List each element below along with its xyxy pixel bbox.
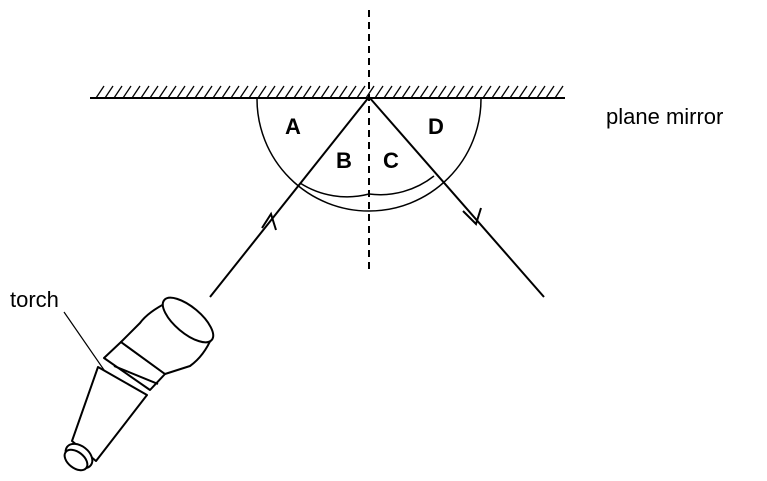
mirror-hatch-mark — [455, 85, 465, 99]
mirror-hatch-mark — [104, 85, 114, 99]
mirror-hatch-mark — [536, 85, 546, 99]
mirror-hatch-mark — [554, 85, 564, 99]
mirror-hatch-mark — [275, 85, 285, 99]
mirror-hatch-mark — [311, 85, 321, 99]
mirror-hatch-mark — [347, 85, 357, 99]
mirror-hatch-mark — [491, 85, 501, 99]
mirror-hatch-mark — [401, 85, 411, 99]
mirror-hatch-mark — [266, 85, 276, 99]
mirror-hatch-mark — [338, 85, 348, 99]
mirror-hatch-mark — [257, 85, 267, 99]
incident-ray-arrow — [261, 211, 277, 231]
mirror-hatch-mark — [473, 85, 483, 99]
mirror-hatch-mark — [149, 85, 159, 99]
mirror-hatch-mark — [383, 85, 393, 99]
mirror-hatch-mark — [140, 85, 150, 99]
mirror-hatch-mark — [545, 85, 555, 99]
mirror-hatch-mark — [176, 85, 186, 99]
mirror-hatch-mark — [365, 85, 375, 99]
mirror-hatch-mark — [374, 85, 384, 99]
mirror-hatch-mark — [329, 85, 339, 99]
mirror-hatch-mark — [437, 85, 447, 99]
reflected-ray — [368, 96, 545, 298]
mirror-hatch-mark — [392, 85, 402, 99]
mirror-hatch-mark — [527, 85, 537, 99]
mirror-hatch-mark — [95, 85, 105, 99]
mirror-hatch-mark — [194, 85, 204, 99]
mirror-hatch-mark — [419, 85, 429, 99]
mirror-hatch-mark — [464, 85, 474, 99]
mirror-hatch-mark — [482, 85, 492, 99]
mirror-hatch-mark — [509, 85, 519, 99]
mirror-hatch-mark — [302, 85, 312, 99]
mirror-hatch-mark — [185, 85, 195, 99]
angle-arc-small-right — [368, 175, 435, 196]
mirror-hatch-mark — [248, 85, 258, 99]
mirror-hatch-mark — [284, 85, 294, 99]
angle-label-a: A — [285, 114, 301, 139]
angle-label-d: D — [428, 114, 444, 139]
mirror-hatch-mark — [221, 85, 231, 99]
mirror-hatch-mark — [320, 85, 330, 99]
mirror-hatch-mark — [212, 85, 222, 99]
mirror-hatch-mark — [167, 85, 177, 99]
mirror-hatch-mark — [500, 85, 510, 99]
incident-ray — [209, 96, 370, 298]
torch-icon — [63, 296, 215, 472]
mirror-hatch-mark — [428, 85, 438, 99]
mirror-hatch-mark — [446, 85, 456, 99]
mirror-hatch-mark — [113, 85, 123, 99]
angle-arc-small-left — [299, 182, 370, 198]
mirror-label: plane mirror — [606, 104, 723, 129]
mirror-hatch-mark — [239, 85, 249, 99]
mirror-hatch-mark — [158, 85, 168, 99]
torch-label: torch — [10, 287, 59, 312]
mirror-hatch-mark — [356, 85, 366, 99]
angle-arc-large — [256, 98, 482, 212]
mirror-hatch-mark — [203, 85, 213, 99]
mirror-hatch-mark — [518, 85, 528, 99]
mirror-hatch-mark — [122, 85, 132, 99]
mirror-hatch-mark — [230, 85, 240, 99]
angle-label-b: B — [336, 148, 352, 173]
angle-label-c: C — [383, 148, 399, 173]
mirror-hatching — [95, 85, 564, 99]
mirror-hatch-mark — [410, 85, 420, 99]
mirror-hatch-mark — [131, 85, 141, 99]
mirror-hatch-mark — [293, 85, 303, 99]
reflected-ray-arrow — [462, 207, 482, 226]
